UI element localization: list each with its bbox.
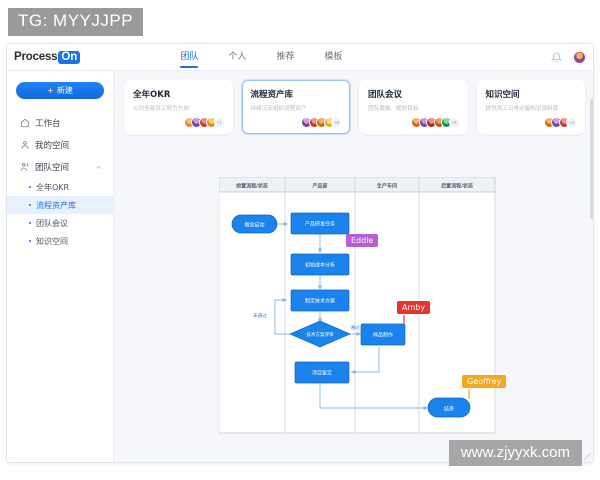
sidebar-subitem-process-library[interactable]: 流程资产库 (7, 196, 113, 214)
sidebar-item-label: 工作台 (35, 119, 61, 129)
header-tabs: 团队 个人 推荐 模板 (180, 44, 372, 71)
member-count-more: +4 (566, 117, 577, 128)
sidebar-nav: 工作台 我的空间 团队空间 (7, 112, 113, 250)
node-product-task (290, 212, 350, 235)
cursor-tag-eddie: Eddie (346, 234, 379, 247)
space-card-knowledge[interactable]: 知识空间 提供员工日常必备知识资料库 +4 (476, 80, 585, 134)
new-button[interactable]: + 新建 (16, 82, 104, 99)
tab-personal[interactable]: 个人 (228, 51, 247, 62)
node-project-appraisal-label: 项目鉴定 (312, 370, 332, 377)
card-title: 知识空间 (485, 90, 520, 100)
cursor-tag-amby: Amby (397, 301, 431, 314)
sidebar-item-workbench[interactable]: 工作台 (7, 112, 113, 134)
member-avatar-stack: +1 (183, 117, 225, 128)
node-sample-making-label: 样品制作 (373, 332, 393, 339)
new-button-plus: + (47, 86, 54, 95)
sidebar-subitem-team-meeting[interactable]: 团队会议 (7, 214, 113, 232)
tab-template[interactable]: 模板 (324, 51, 343, 62)
window-resize-handle[interactable] (583, 452, 592, 461)
cursor-tag-geoffrey: Geoffrey (462, 375, 507, 388)
space-card-okr[interactable]: 全年OKR 公司全部员工努力方向 +1 (124, 80, 233, 134)
node-sample-making (360, 323, 406, 346)
card-subtitle: 公司全部员工努力方向 (133, 106, 189, 112)
lane-title-0: 前置流程/状态 (236, 183, 268, 190)
lane-title-2: 生产车间 (377, 183, 397, 190)
sidebar-subitem-label: 流程资产库 (36, 200, 76, 210)
card-subtitle: 提供员工日常必备知识资料库 (485, 106, 559, 112)
node-end-label: 结束 (444, 405, 454, 412)
processon-window: Process On 团队 个人 推荐 模板 + 新建 (6, 43, 594, 463)
node-start-label: 概念启动 (244, 222, 264, 229)
person-icon (21, 141, 29, 149)
watermark-bottom: www.zjyyxk.com (448, 440, 582, 466)
watermark-top: TG: MYYJJPP (8, 8, 144, 36)
card-subtitle: 团队周报、规划目标 (368, 106, 419, 112)
flowchart-nodes: 概念启动 产品研发任务 初始成本分析 制定技术方案 技术方案评审 (231, 212, 471, 418)
card-title: 团队会议 (368, 90, 403, 100)
header-right-actions (551, 50, 586, 64)
bell-icon[interactable] (551, 52, 562, 63)
member-avatar-stack: +8 (411, 117, 460, 128)
main-scrollbar[interactable] (590, 99, 593, 219)
home-icon (20, 118, 30, 128)
space-card-team-meeting[interactable]: 团队会议 团队周报、规划目标 +8 (359, 80, 468, 134)
logo-text-process: Process (14, 51, 58, 63)
node-project-appraisal (294, 361, 350, 384)
flowchart-canvas[interactable]: 前置流程/状态 产品部 生产车间 后置流程/状态 (219, 177, 507, 437)
main-content: 全年OKR 公司全部员工努力方向 +1 流程资产库 持续沉淀组织流程资产 (114, 71, 593, 462)
lane-title-3: 后置流程/状态 (441, 183, 473, 190)
sidebar-item-my-space[interactable]: 我的空间 (7, 134, 113, 156)
card-subtitle: 持续沉淀组织流程资产 (250, 106, 307, 112)
sidebar-subitem-okr[interactable]: 全年OKR (7, 178, 113, 196)
bullet-dot (29, 186, 31, 188)
new-button-label: 新建 (56, 86, 73, 95)
sidebar-item-label: 我的空间 (35, 141, 70, 151)
node-tech-review-label: 技术方案评审 (306, 331, 334, 338)
space-card-list: 全年OKR 公司全部员工努力方向 +1 流程资产库 持续沉淀组织流程资产 (114, 71, 593, 134)
sidebar-subitem-label: 团队会议 (36, 218, 68, 228)
logo-text-on: On (58, 50, 81, 64)
node-product-task-label: 产品研发任务 (305, 221, 335, 228)
sidebar: + 新建 工作台 我的空间 (7, 71, 114, 462)
sidebar-subitem-knowledge-space[interactable]: 知识空间 (7, 232, 113, 250)
bullet-dot (29, 240, 31, 242)
flowchart-svg: 前置流程/状态 产品部 生产车间 后置流程/状态 (219, 177, 496, 434)
node-tech-plan-label: 制定技术方案 (305, 298, 335, 305)
node-tech-review-decision (289, 320, 351, 348)
people-icon (20, 163, 29, 171)
member-count-more: +8 (448, 117, 460, 128)
lane-title-1: 产品部 (312, 183, 327, 190)
node-tech-plan (290, 289, 350, 312)
avatar[interactable] (573, 50, 586, 64)
member-count-more: +1 (213, 117, 225, 128)
processon-logo[interactable]: Process On (14, 50, 81, 64)
member-avatar-stack: +4 (543, 117, 577, 128)
app-header: Process On 团队 个人 推荐 模板 (7, 44, 593, 71)
node-cost-analysis-label: 初始成本分析 (305, 262, 335, 269)
node-cost-analysis (290, 253, 350, 276)
sidebar-subitem-label: 知识空间 (36, 236, 68, 246)
sidebar-subitem-label: 全年OKR (36, 182, 70, 192)
chevron-up-icon[interactable] (95, 164, 102, 171)
card-title: 流程资产库 (250, 90, 294, 100)
card-title: 全年OKR (133, 90, 171, 100)
sidebar-item-label: 团队空间 (35, 163, 70, 173)
bullet-dot (29, 222, 31, 224)
edge-label-fail: 未通过 (253, 312, 267, 319)
sidebar-item-team-space[interactable]: 团队空间 (7, 156, 113, 178)
member-count-more: +6 (331, 117, 342, 128)
edge-label-pass: 通过 (350, 324, 360, 331)
flowchart-connectors (274, 221, 428, 411)
tab-recommend[interactable]: 推荐 (276, 51, 295, 62)
member-avatar-stack: +6 (301, 117, 342, 128)
space-card-process-library[interactable]: 流程资产库 持续沉淀组织流程资产 +6 (241, 80, 350, 134)
bullet-dot (29, 204, 31, 206)
node-start (231, 214, 278, 234)
tab-team[interactable]: 团队 (180, 44, 199, 71)
node-end (427, 397, 471, 418)
